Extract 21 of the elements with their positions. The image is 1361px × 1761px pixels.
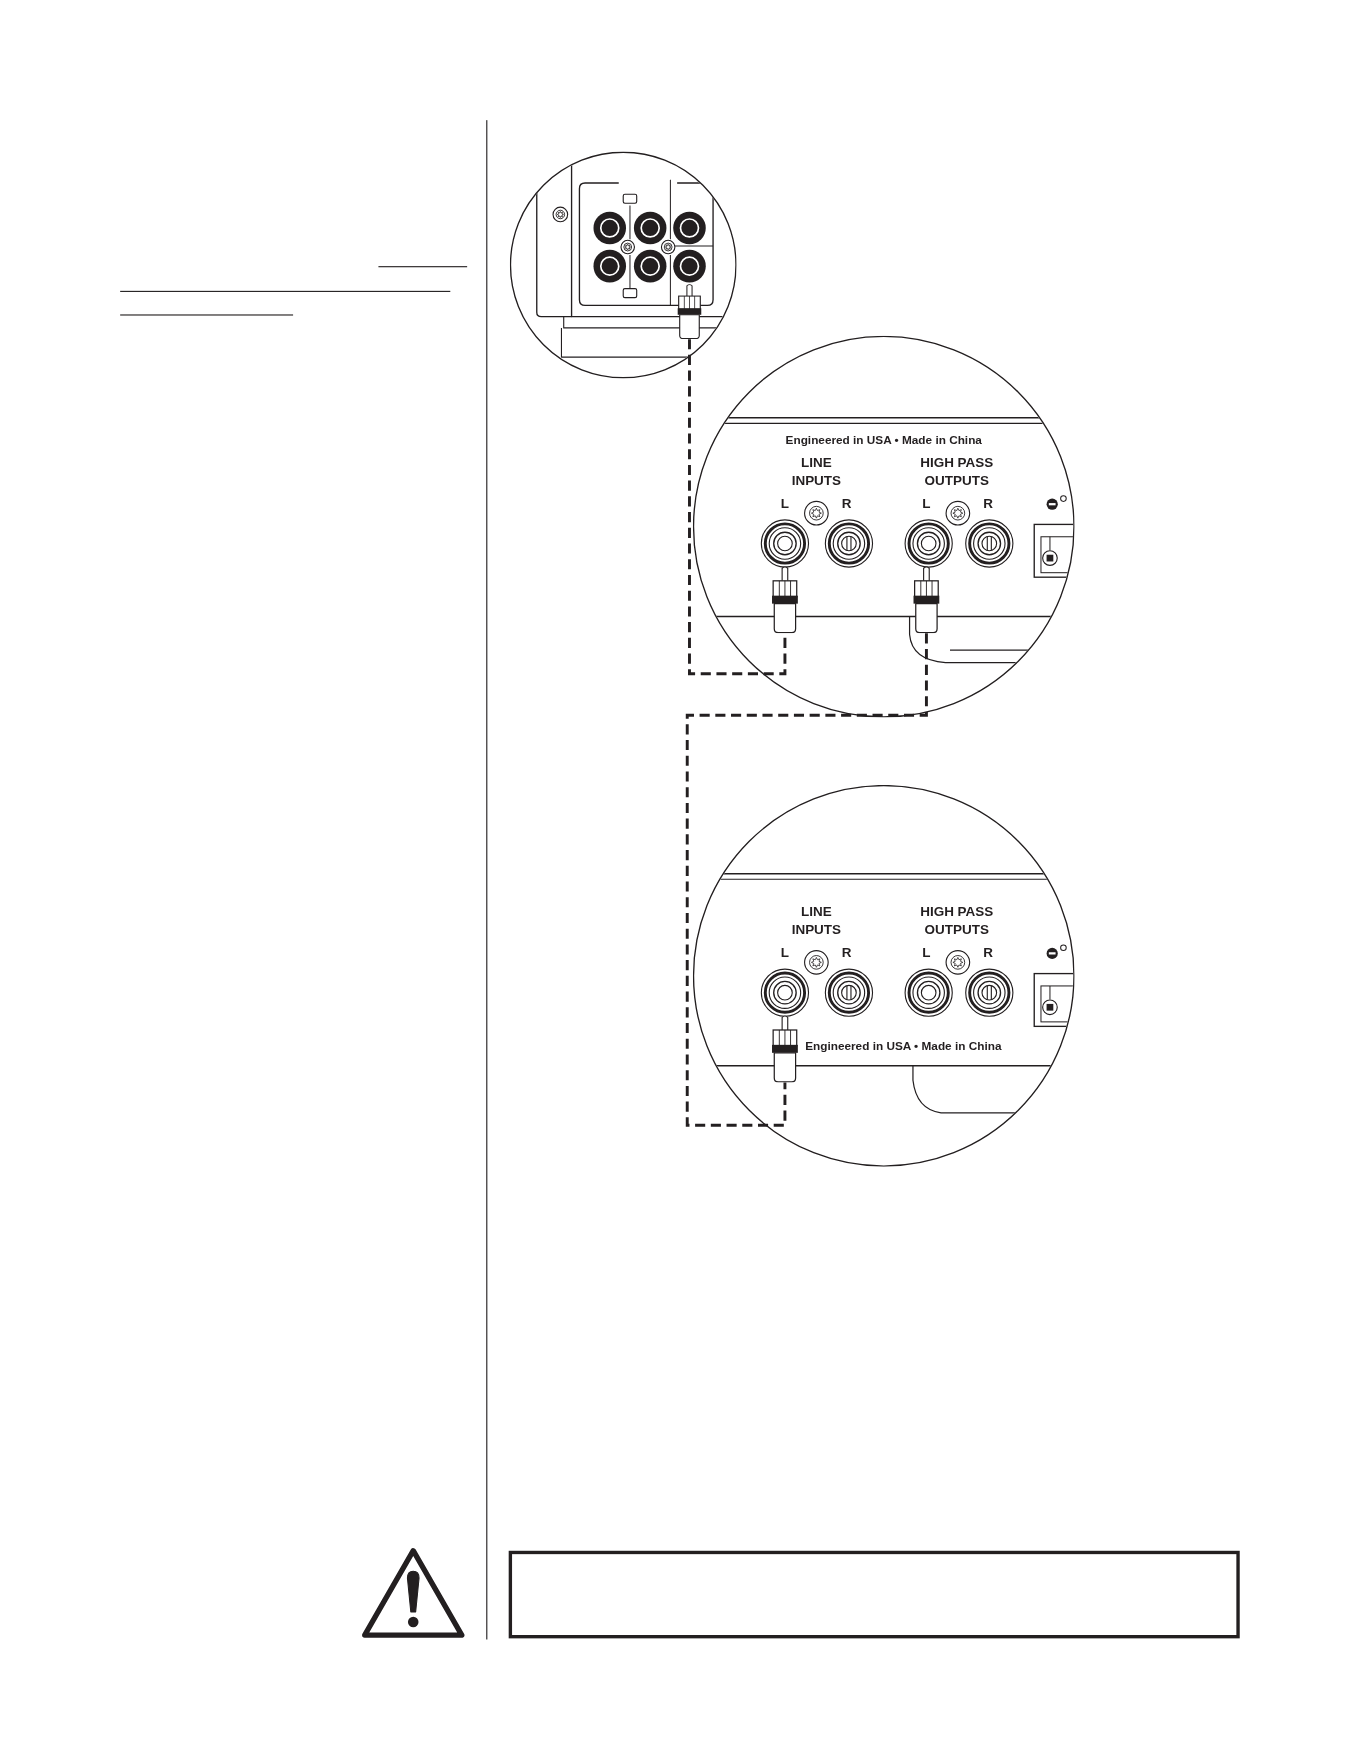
rca-plug-icon: [771, 564, 799, 634]
channel-label: L: [780, 494, 790, 512]
channel-label: R: [983, 943, 994, 961]
panel-heading: HIGH PASS OUTPUTS: [919, 453, 995, 490]
channel-label: L: [922, 943, 931, 961]
note-box: [508, 1550, 1240, 1639]
rca-plug-icon: [677, 283, 702, 340]
cable-line: [685, 633, 928, 1127]
rca-plug-icon: [912, 564, 940, 634]
rca-plug-icon: [771, 1014, 799, 1083]
channel-label: R: [841, 943, 852, 961]
panel-imprint: Engineered in USA • Made in China: [805, 1038, 1002, 1053]
channel-label: R: [983, 494, 994, 512]
panel-imprint: Engineered in USA • Made in China: [785, 431, 982, 447]
channel-label: L: [780, 943, 790, 961]
panel-heading: LINE INPUTS: [790, 453, 843, 490]
cable-line: [688, 339, 787, 676]
panel-heading: LINE INPUTS: [790, 902, 843, 939]
channel-label: R: [841, 494, 852, 512]
channel-label: L: [922, 494, 931, 512]
panel-heading: HIGH PASS OUTPUTS: [919, 902, 995, 939]
